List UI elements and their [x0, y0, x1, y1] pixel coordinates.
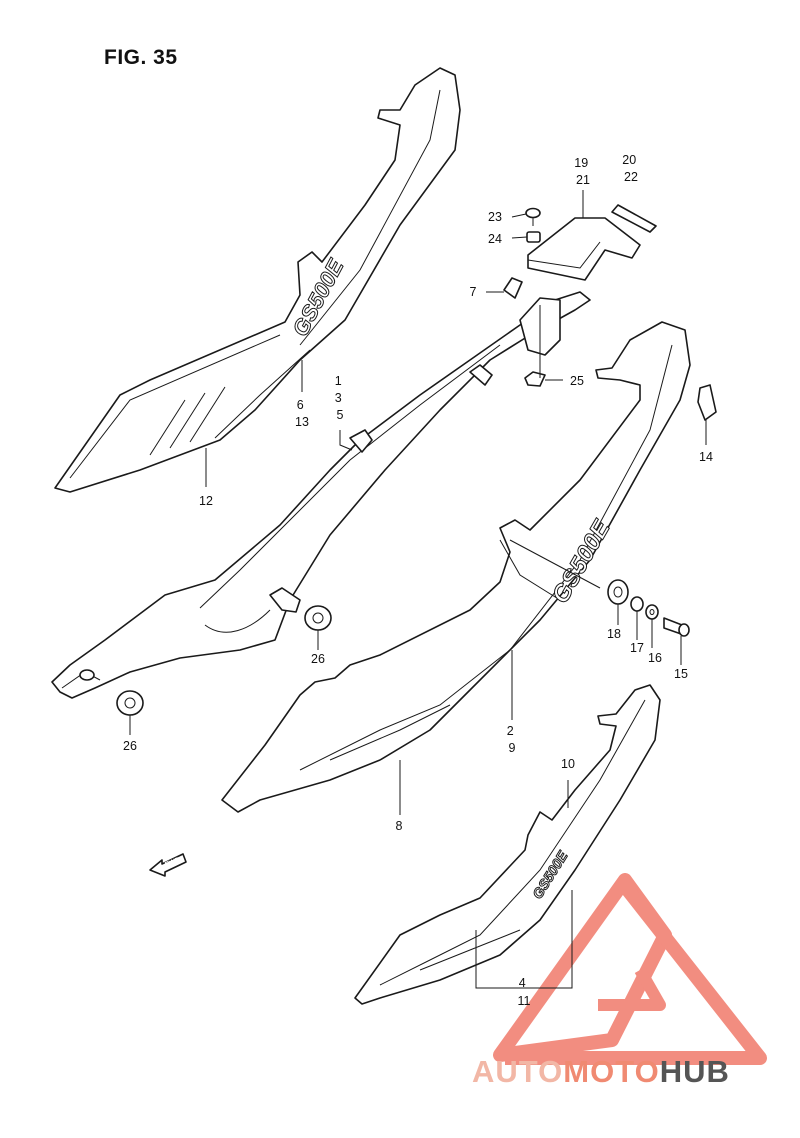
watermark-moto: MOTO — [563, 1054, 659, 1089]
watermark-logo — [493, 873, 767, 1065]
callout-6-13: 6 13 — [295, 398, 309, 429]
rear-bracket — [519, 217, 641, 356]
nut-24 — [526, 231, 541, 243]
figure-title: FIG. 35 — [104, 46, 178, 69]
callout-18: 18 — [607, 627, 621, 641]
callout-8: 8 — [396, 819, 403, 833]
svg-text:AUTOMOTOHUB: AUTOMOTOHUB — [472, 1054, 730, 1089]
callout-26-lower: 26 — [123, 739, 137, 753]
callout-12: 12 — [199, 494, 213, 508]
callout-24: 24 — [488, 232, 502, 246]
leader-lines — [129, 190, 707, 989]
watermark-hub: HUB — [660, 1054, 730, 1089]
screw-23 — [525, 207, 541, 226]
collar-17 — [630, 596, 644, 612]
pad-20-22 — [611, 204, 657, 233]
callout-15: 15 — [674, 667, 688, 681]
callout-2-9: 2 9 — [507, 724, 517, 755]
callout-23: 23 — [488, 210, 502, 224]
callout-25: 25 — [570, 374, 584, 388]
clip-7 — [503, 277, 523, 299]
callout-1-3-5: 1 3 5 — [335, 374, 345, 422]
fwd-arrow: FWD — [149, 853, 187, 877]
bolt-15 — [663, 617, 690, 637]
callout-26-upper: 26 — [311, 652, 325, 666]
callout-17: 17 — [630, 641, 644, 655]
grommet-26-upper — [304, 605, 332, 631]
grommet-26-lower — [116, 690, 144, 716]
callout-20-22: 20 22 — [622, 153, 639, 184]
callout-19-21: 19 21 — [574, 156, 591, 187]
callout-10: 10 — [561, 757, 575, 771]
callout-labels: 1 3 5 2 9 4 11 6 13 7 8 10 — [123, 153, 713, 1008]
callout-4-11: 4 11 — [518, 976, 531, 1008]
clip-14 — [697, 384, 717, 421]
washer-16 — [645, 604, 659, 620]
nut-25 — [524, 371, 546, 387]
callout-16: 16 — [648, 651, 662, 665]
callout-14: 14 — [699, 450, 713, 464]
grommet-18 — [607, 579, 629, 605]
watermark-text: AUTOMOTOHUB — [472, 1054, 730, 1089]
frame-cover-left — [51, 291, 591, 699]
watermark-auto: AUTO — [472, 1054, 563, 1089]
callout-7: 7 — [470, 285, 477, 299]
